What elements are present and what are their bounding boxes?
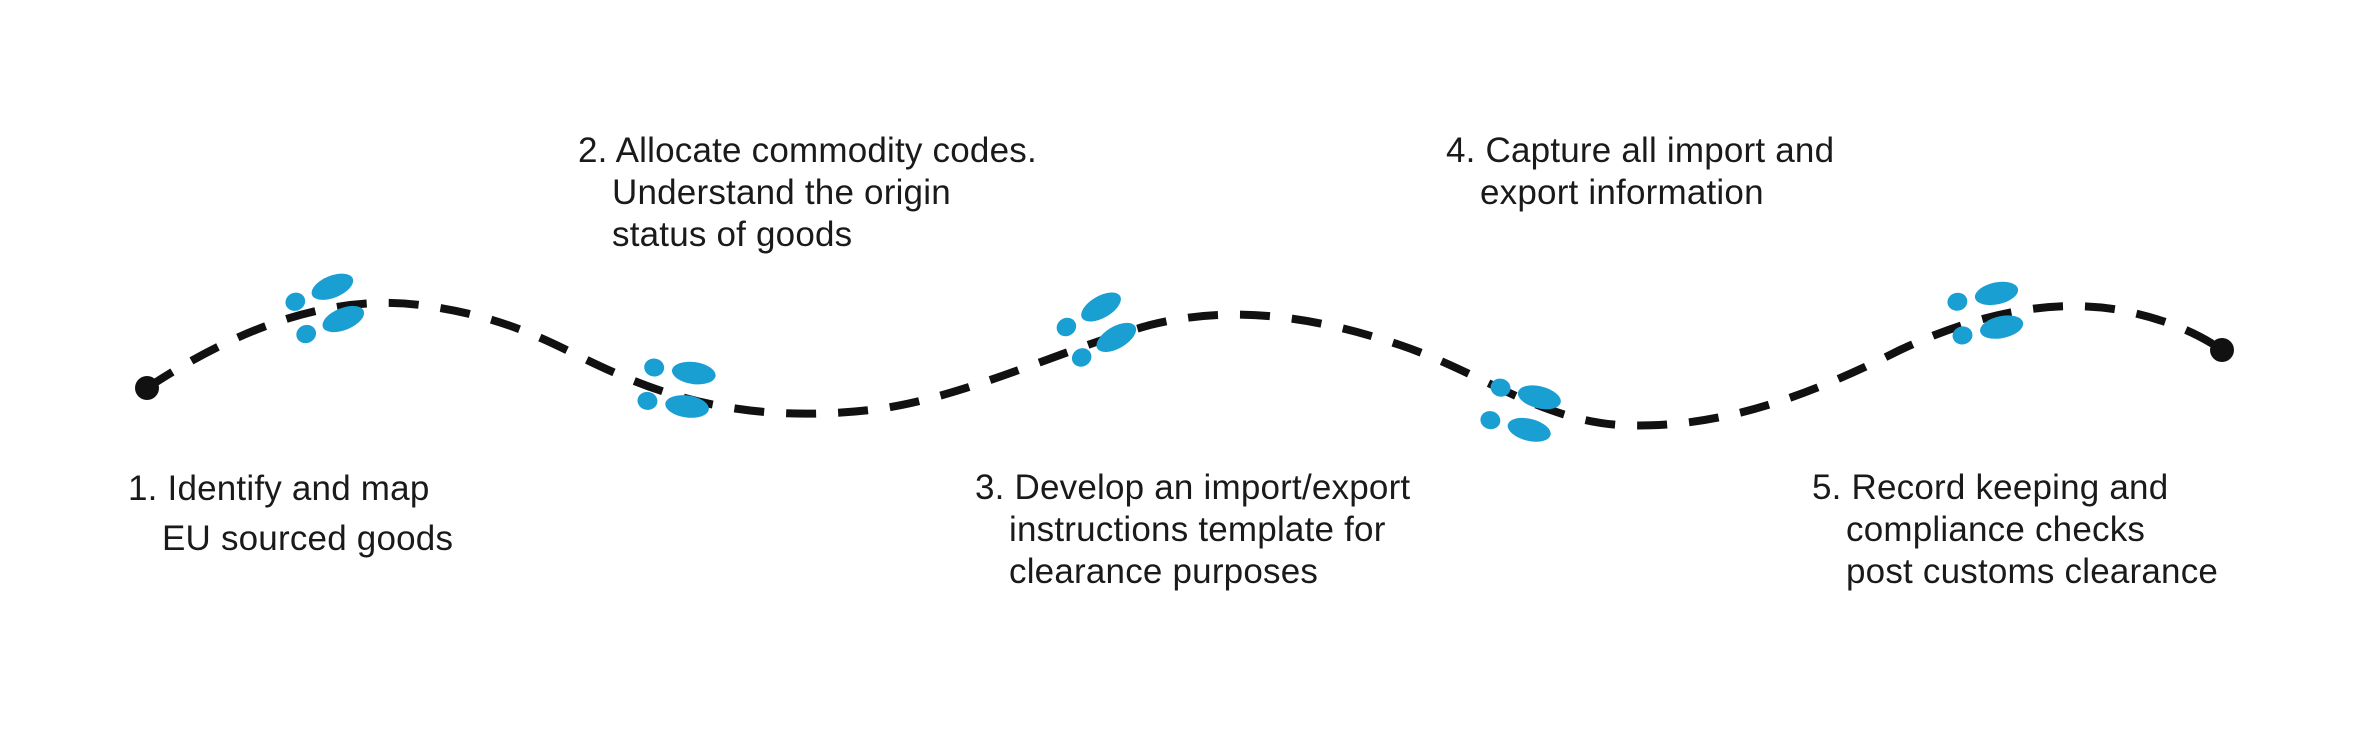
end-dot [2210, 338, 2234, 362]
journey-path [135, 298, 2234, 430]
step-5-label: 5. Record keeping and compliance checks … [1812, 467, 2218, 593]
footprints-icon [1050, 286, 1143, 372]
step-2-line-1: 2. Allocate commodity codes. [578, 131, 1037, 170]
footprints-icon [280, 268, 370, 348]
footprints-icon [1943, 278, 2028, 349]
step-3-line-2: instructions template for [1009, 510, 1386, 549]
step-5-line-2: compliance checks [1846, 510, 2146, 549]
step-1-line-1: 1. Identify and map [128, 469, 430, 508]
step-4-line-2: export information [1480, 173, 1764, 212]
step-2-line-2: Understand the origin [612, 173, 951, 212]
step-3-line-3: clearance purposes [1009, 552, 1319, 591]
step-3-label: 3. Develop an import/export instructions… [975, 467, 1410, 593]
step-1-line-2: EU sourced goods [162, 519, 454, 558]
step-3-line-1: 3. Develop an import/export [975, 468, 1411, 507]
step-2-line-3: status of goods [612, 215, 853, 254]
dashed-route [144, 298, 2225, 430]
start-dot [135, 376, 159, 400]
step-4-line-1: 4. Capture all import and [1446, 131, 1835, 170]
step-4-label: 4. Capture all import and export informa… [1446, 130, 1834, 214]
step-5-line-3: post customs clearance [1846, 552, 2219, 591]
footprints [280, 268, 2028, 447]
step-2-label: 2. Allocate commodity codes. Understand … [578, 130, 1037, 256]
step-5-line-1: 5. Record keeping and [1812, 468, 2169, 507]
step-1-label: 1. Identify and map EU sourced goods [128, 464, 453, 564]
